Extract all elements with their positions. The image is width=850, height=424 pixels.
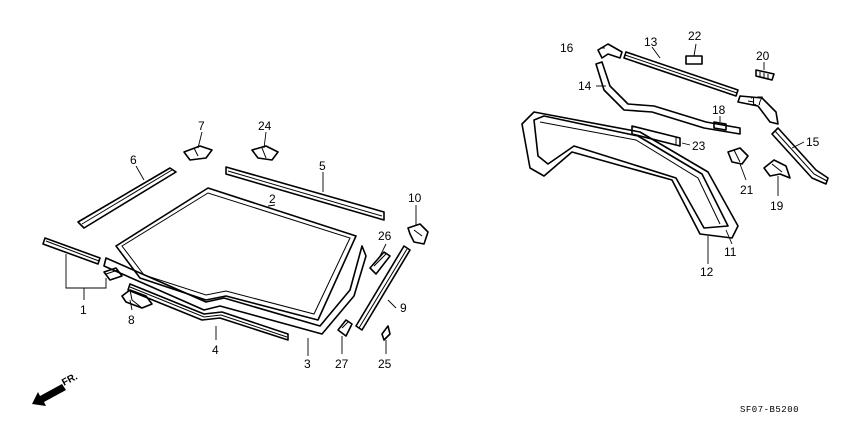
part-17-end-molding xyxy=(737,95,779,125)
label-part-26: 26 xyxy=(378,229,392,243)
label-part-23: 23 xyxy=(692,139,706,153)
part-12-rear-weatherstrip xyxy=(521,111,739,239)
part-4-lower-molding xyxy=(127,283,289,341)
part-24-clip xyxy=(251,145,279,161)
diagram-code: SF07-B5200 xyxy=(740,405,799,415)
part-22-clip xyxy=(685,55,703,65)
label-part-21: 21 xyxy=(740,183,754,197)
label-part-4: 4 xyxy=(212,343,219,357)
part-1-side-molding xyxy=(42,237,101,265)
part-8-bracket xyxy=(121,289,153,309)
part-10-bracket xyxy=(407,223,429,245)
label-part-18: 18 xyxy=(712,103,726,117)
label-part-24: 24 xyxy=(258,119,272,133)
label-part-25: 25 xyxy=(378,357,392,371)
label-part-15: 15 xyxy=(806,135,820,149)
part-27-clip xyxy=(337,319,353,337)
label-part-13: 13 xyxy=(644,35,658,49)
part-25-clip xyxy=(381,325,391,341)
part-2-windshield-glass xyxy=(115,187,357,321)
part-6-molding xyxy=(77,167,177,229)
part-20-clip xyxy=(755,69,775,81)
front-direction-arrow: FR. xyxy=(32,371,80,406)
label-part-5: 5 xyxy=(319,159,326,173)
label-part-1: 1 xyxy=(80,303,87,317)
part-13-upper-molding xyxy=(623,51,739,97)
part-9-pillar-molding xyxy=(355,245,411,331)
label-part-9: 9 xyxy=(400,301,407,315)
part-3-weatherstrip xyxy=(103,245,367,335)
part-18-clip xyxy=(713,121,727,131)
part-19-clip xyxy=(763,159,791,179)
part-15-side-molding xyxy=(771,127,829,185)
part-11-rear-glass xyxy=(533,115,729,229)
part-21-clip xyxy=(727,147,749,165)
leader-lines xyxy=(65,43,805,356)
label-part-11: 11 xyxy=(724,245,737,259)
label-part-6: 6 xyxy=(130,153,137,167)
front-direction-label: FR. xyxy=(60,371,80,388)
part-5-upper-molding xyxy=(225,166,385,221)
part-23-block xyxy=(631,125,681,147)
label-part-17: 17 xyxy=(750,94,764,108)
label-part-19: 19 xyxy=(770,199,784,213)
part-26-clip xyxy=(369,251,391,275)
label-part-10: 10 xyxy=(408,191,422,205)
part-14-side-molding xyxy=(595,61,741,135)
label-part-12: 12 xyxy=(700,265,714,279)
part-labels: 6 7 24 5 2 10 26 9 1 8 4 3 27 25 16 13 2… xyxy=(80,29,820,371)
label-part-27: 27 xyxy=(335,357,349,371)
label-part-7: 7 xyxy=(198,119,205,133)
label-part-16: 16 xyxy=(560,41,574,55)
part-16-corner-piece xyxy=(597,43,623,59)
label-part-22: 22 xyxy=(688,29,702,43)
label-part-20: 20 xyxy=(756,49,770,63)
label-part-14: 14 xyxy=(578,79,592,93)
label-part-8: 8 xyxy=(128,313,135,327)
label-part-2: 2 xyxy=(269,192,276,206)
part-7-clip xyxy=(183,145,213,161)
label-part-3: 3 xyxy=(304,357,311,371)
